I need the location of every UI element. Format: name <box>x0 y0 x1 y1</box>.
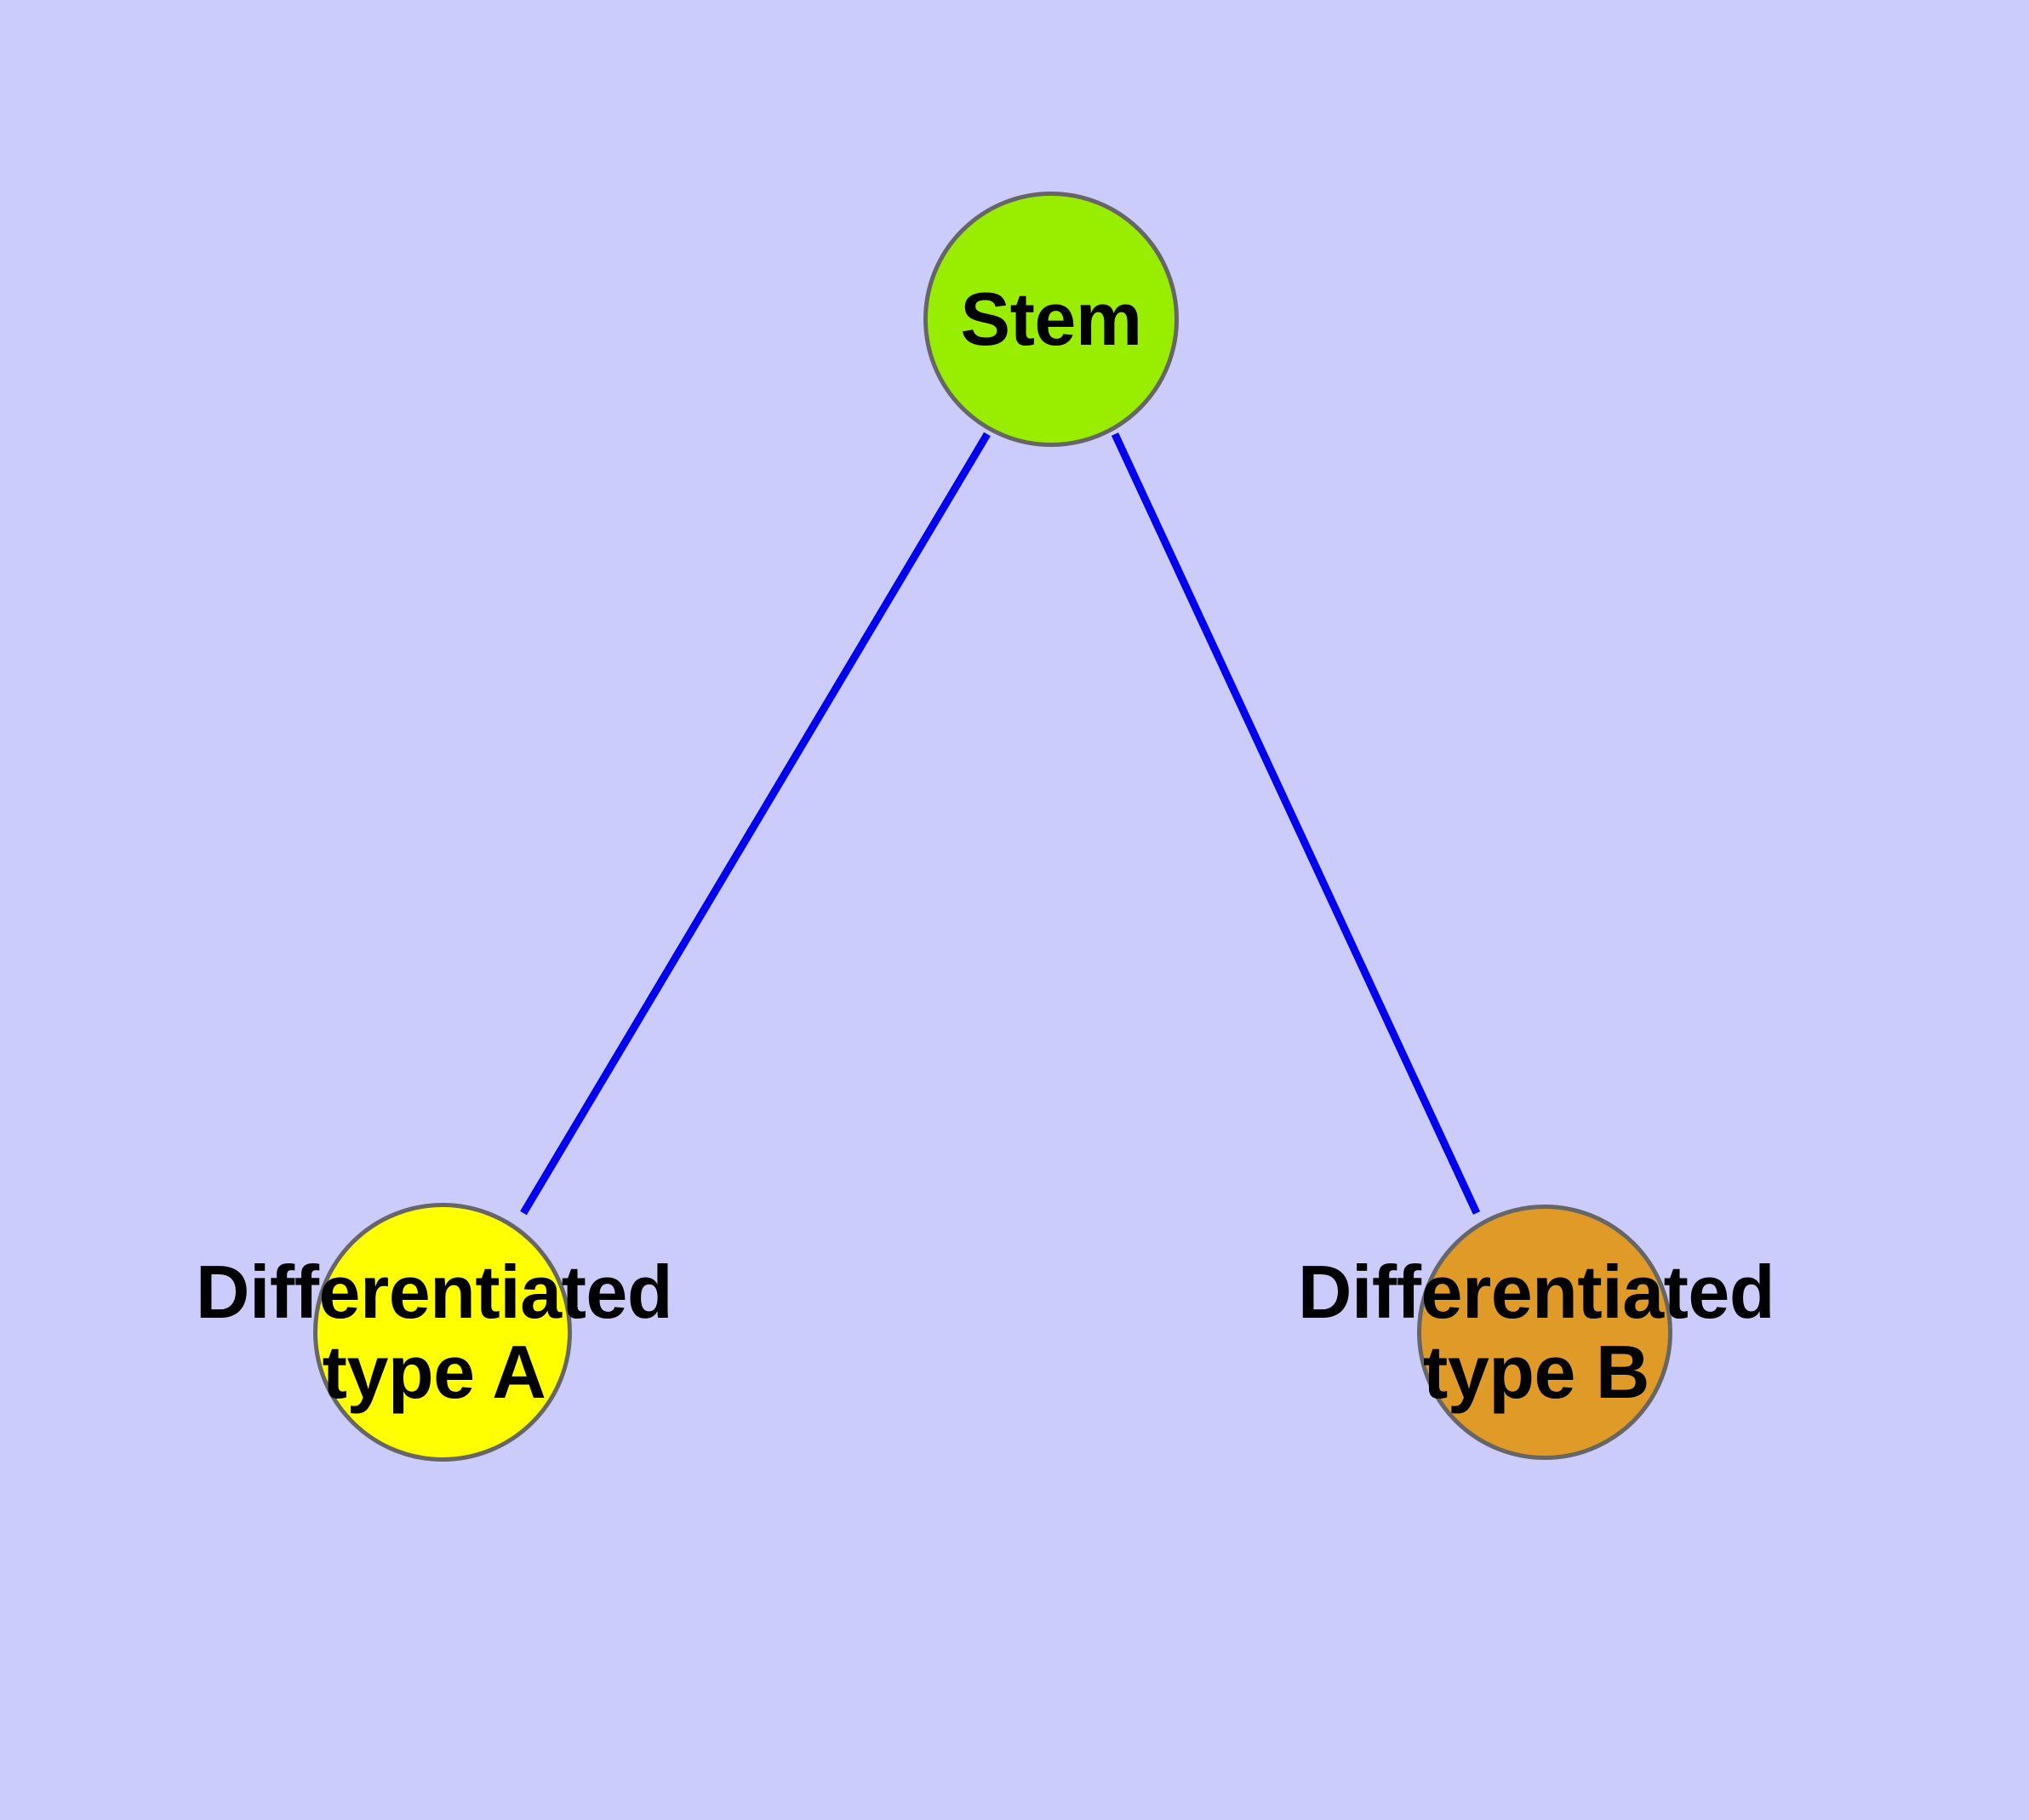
node-stem[interactable] <box>923 192 1179 447</box>
node-differentiated-type-a[interactable] <box>313 1203 572 1462</box>
node-differentiated-type-b[interactable] <box>1417 1205 1672 1460</box>
edge-stem-to-diff-b <box>1111 432 1481 1215</box>
edge-stem-to-diff-a <box>520 432 991 1216</box>
